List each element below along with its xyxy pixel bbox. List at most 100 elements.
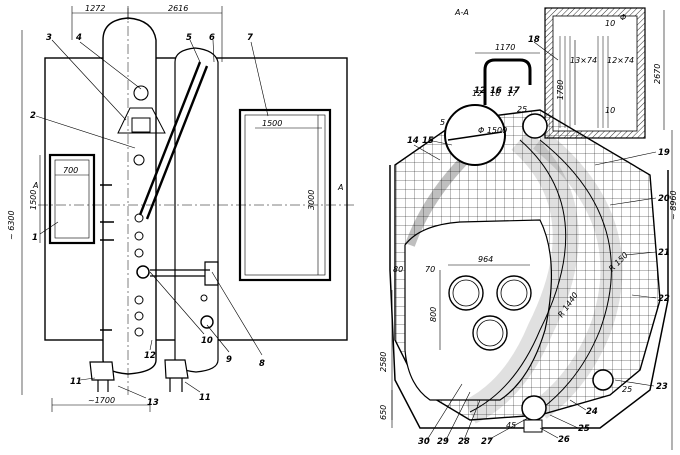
- dim-650: 650: [379, 405, 388, 420]
- dim-700: 700: [63, 166, 78, 175]
- callout-12: 12: [144, 351, 156, 361]
- dim-800: 800: [429, 307, 438, 322]
- dim-6300: ~ 6300: [7, 210, 16, 240]
- drum-riser-pipe: [483, 58, 532, 105]
- callout-r20: 20: [658, 194, 670, 204]
- callout-6: 6: [209, 33, 215, 43]
- burner-port-2-inner: [500, 279, 528, 307]
- callout-11-left: 11: [70, 377, 82, 387]
- callout-r28: 28: [458, 437, 470, 447]
- callout-r21: 21: [658, 248, 670, 258]
- dim-1500-left: 1500: [29, 190, 38, 210]
- callout-5: 5: [186, 33, 192, 43]
- flue-tube-bank: [559, 36, 609, 128]
- section-mark-a-right: A: [337, 183, 343, 192]
- dim-2580: 2580: [379, 352, 388, 372]
- burner-port-1: [448, 275, 484, 311]
- secondary-column: [174, 47, 219, 373]
- callout-r30: 30: [418, 437, 430, 447]
- callout-r22: 22: [658, 294, 670, 304]
- right-callout-leaders: [413, 41, 657, 441]
- callout-r12: 12: [474, 86, 486, 96]
- callout-r16: 16: [490, 86, 502, 96]
- left-elevation-view: 1272 2616 ~ 6300 1500 700 1500 3000 ~170…: [7, 4, 355, 412]
- dim-16: 16: [490, 89, 500, 98]
- dim-8960: ~ 8960: [669, 190, 678, 220]
- callout-r27: 27: [481, 437, 493, 447]
- dim-phi: Φ: [620, 13, 626, 22]
- callout-7: 7: [247, 33, 253, 43]
- dim-5: 5: [440, 118, 445, 127]
- callout-r24: 24: [586, 407, 598, 417]
- section-title: A-A: [454, 8, 469, 17]
- steam-drum: [444, 104, 506, 166]
- callout-9: 9: [226, 355, 232, 365]
- dim-1780: 1780: [556, 80, 565, 100]
- top-flue-inner: [552, 15, 638, 132]
- lower-header-1: [521, 395, 547, 421]
- right-section-view: A-A: [379, 7, 678, 450]
- callout-3: 3: [46, 33, 52, 43]
- diagonal-pipe: [138, 61, 209, 220]
- callout-r23: 23: [656, 382, 668, 392]
- dim-10-a: 10: [605, 19, 615, 28]
- left-callout-leaders: [35, 39, 269, 399]
- dim-1272: 1272: [85, 4, 105, 13]
- callout-r15: 15: [422, 136, 434, 146]
- callout-1: 1: [32, 233, 38, 243]
- tube-bundle-right-outer: [469, 139, 567, 413]
- right-dimension-lines: [391, 10, 673, 450]
- upper-header: [522, 113, 548, 139]
- right-window-outer: [238, 108, 332, 282]
- callout-r17: 17: [508, 86, 520, 96]
- callout-13: 13: [147, 398, 159, 408]
- callout-2: 2: [30, 111, 36, 121]
- dim-17: 17: [507, 89, 518, 98]
- dim-drum-diameter: Φ 1500: [478, 126, 507, 135]
- section-mark-a-left: A: [32, 181, 38, 190]
- left-dimension-lines: [21, 6, 322, 412]
- dim-13x74: 13×74: [570, 56, 597, 65]
- callout-r18: 18: [528, 35, 540, 45]
- callout-10: 10: [201, 336, 213, 346]
- small-valve-1: [133, 154, 145, 166]
- burner-port-2: [496, 275, 532, 311]
- bracket-fitting: [117, 107, 166, 134]
- dim-12x74: 12×74: [607, 56, 634, 65]
- callout-r19: 19: [658, 148, 670, 158]
- dim-1700: ~1700: [88, 396, 115, 405]
- callout-r26: 26: [558, 435, 570, 445]
- callout-r25: 25: [578, 424, 590, 434]
- dim-1500-right: 1500: [262, 119, 282, 128]
- left-window-inner: [54, 159, 90, 239]
- dim-1170: 1170: [495, 43, 515, 52]
- dim-2670: 2670: [653, 64, 662, 84]
- bottom-drain: [523, 419, 543, 433]
- valve-cluster: [100, 184, 219, 337]
- callout-11-right: 11: [199, 393, 211, 403]
- burner-port-1-inner: [452, 279, 480, 307]
- dim-25-b: 25: [622, 385, 632, 394]
- callout-r29: 29: [437, 437, 449, 447]
- right-window-inner: [244, 114, 326, 276]
- dim-70: 70: [425, 265, 435, 274]
- drum-baffle: [447, 131, 503, 141]
- dim-80: 80: [393, 265, 403, 274]
- dim-25-a: 25: [517, 105, 527, 114]
- burner-port-3: [472, 315, 508, 351]
- lower-header-2: [592, 369, 614, 391]
- dim-10-b: 10: [605, 106, 615, 115]
- dim-964: 964: [478, 255, 493, 264]
- burner-port-3-inner: [476, 319, 504, 347]
- dim-2616: 2616: [168, 4, 188, 13]
- callout-8: 8: [259, 359, 265, 369]
- dim-45: 45: [506, 421, 516, 430]
- callout-4: 4: [75, 33, 82, 43]
- bottom-burner-fittings: [89, 359, 189, 392]
- dim-12-top: 12: [472, 89, 482, 98]
- left-window-outer: [48, 153, 96, 245]
- manhole-fitting: [133, 85, 149, 101]
- dim-3000: 3000: [307, 190, 316, 210]
- tube-bundle-outer-2-line: [539, 139, 612, 411]
